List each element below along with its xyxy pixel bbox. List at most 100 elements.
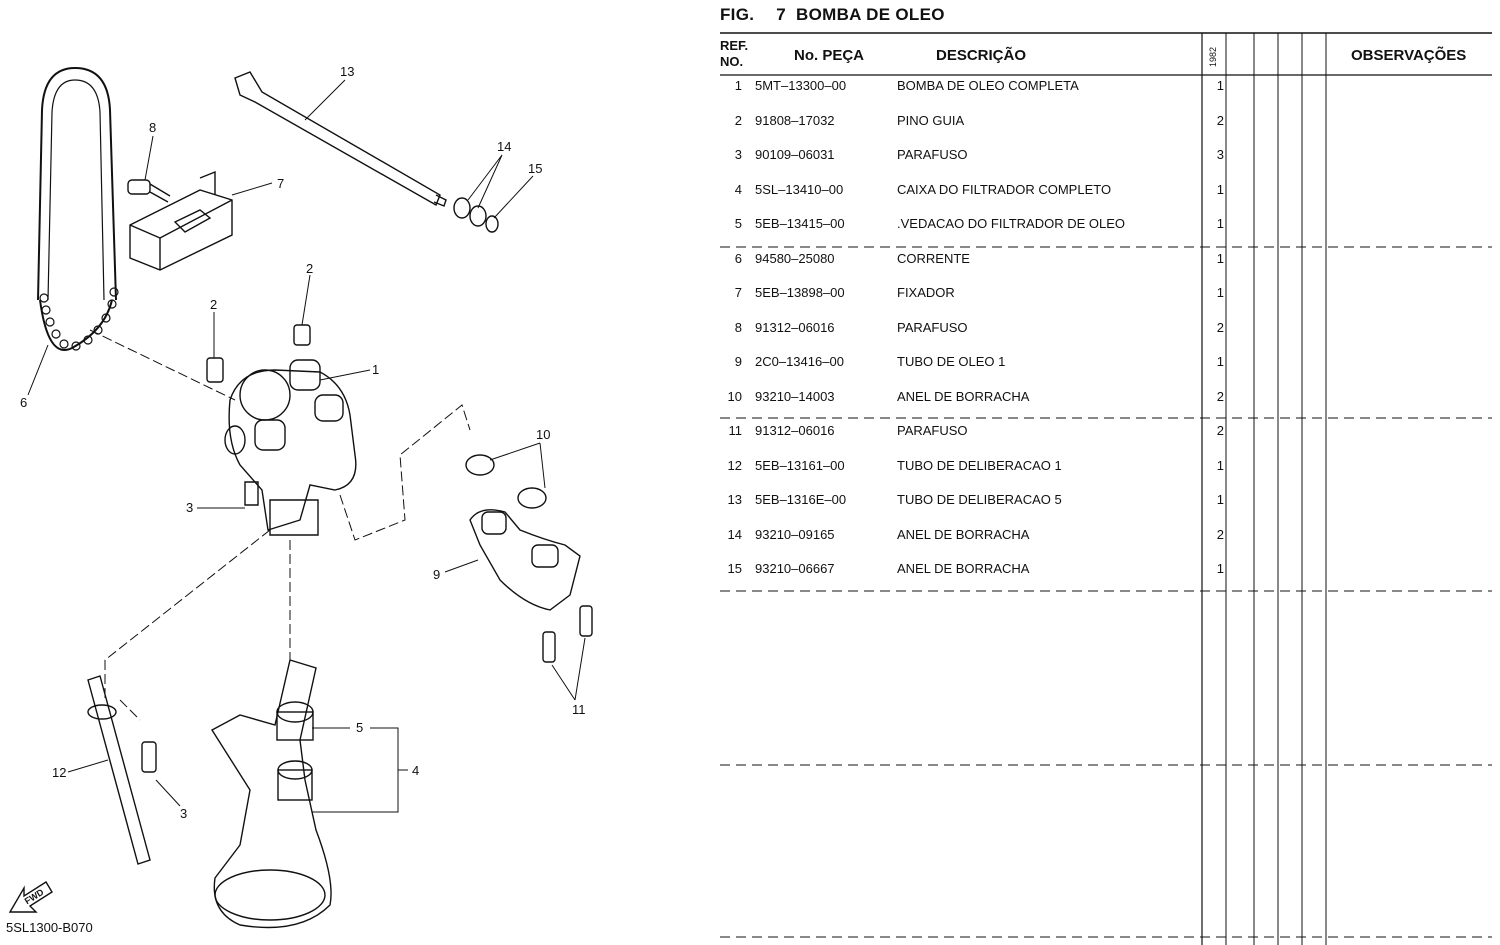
callout-9: 9 (433, 567, 440, 582)
diagram-code: 5SL1300-B070 (6, 920, 93, 935)
ref-number: 6 (734, 250, 742, 266)
part-description: ANEL DE BORRACHA (897, 561, 1030, 576)
callout-8: 8 (149, 120, 156, 135)
ref-number: 9 (734, 354, 742, 369)
ref-number: 2 (734, 112, 742, 128)
part-number: 5MT–13300–00 (755, 78, 847, 93)
part-number: 93210–06667 (755, 561, 835, 576)
figure-number: 7 (776, 5, 787, 24)
table-grid (720, 32, 1492, 945)
table-row: 10 93210–14003 ANEL DE BORRACHA 2 (720, 389, 1492, 409)
part-number: 91312–06016 (755, 319, 835, 335)
quantity: 2 (1216, 388, 1224, 404)
ref-number: 15 (727, 561, 742, 576)
ref-number: 14 (727, 526, 742, 542)
part-description: CAIXA DO FILTRADOR COMPLETO (897, 181, 1112, 197)
callout-15: 15 (528, 161, 542, 176)
quantity: 1 (1216, 354, 1224, 369)
ref-number: 5 (734, 216, 742, 231)
part-number: 93210–14003 (755, 388, 835, 404)
parts-table: REF. NO. No. PEÇA DESCRIÇÃO 1982 OBSERVA… (720, 32, 1492, 945)
oil-pump-drawing (206, 324, 357, 536)
table-row: 11 91312–06016 PARAFUSO 2 (720, 423, 1492, 443)
exploded-parts-diagram: 13 8 7 14 15 2 2 1 6 10 3 9 11 5 4 12 3 … (8, 64, 593, 929)
callout-13: 13 (340, 64, 354, 79)
quantity: 3 (1216, 147, 1224, 162)
oil-pipe-9-drawing (465, 454, 593, 663)
callout-12: 12 (52, 765, 66, 780)
header-part-no: No. PEÇA (794, 47, 865, 64)
callout-2: 2 (210, 297, 217, 312)
part-description: PARAFUSO (897, 319, 968, 335)
quantity: 1 (1216, 561, 1224, 576)
ref-number: 8 (734, 319, 742, 335)
quantity: 1 (1216, 216, 1224, 231)
callout-2: 2 (306, 261, 313, 276)
part-description: TUBO DE DELIBERACAO 5 (897, 492, 1062, 507)
part-description: PINO GUIA (897, 112, 965, 128)
strainer-drawing (211, 659, 332, 929)
ref-number: 1 (734, 78, 742, 93)
callout-7: 7 (277, 176, 284, 191)
quantity: 1 (1216, 492, 1224, 507)
header-model-year: 1982 (1208, 46, 1218, 68)
part-number: 93210–09165 (755, 526, 835, 542)
part-number: 94580–25080 (755, 250, 835, 266)
tube-13-drawing (234, 71, 499, 233)
callout-3: 3 (180, 806, 187, 821)
part-number: 5EB–13415–00 (755, 216, 845, 231)
callout-6: 6 (20, 395, 27, 410)
part-description: ANEL DE BORRACHA (897, 388, 1030, 404)
fwd-arrow-icon: FWD (8, 881, 53, 913)
callout-10: 10 (536, 427, 550, 442)
part-description: TUBO DE OLEO 1 (897, 354, 1006, 369)
part-number: 91312–06016 (755, 423, 835, 438)
callout-1: 1 (372, 362, 379, 377)
part-number: 5EB–13161–00 (755, 457, 845, 473)
part-description: TUBO DE DELIBERACAO 1 (897, 457, 1062, 473)
table-row: 13 5EB–1316E–00 TUBO DE DELIBERACAO 5 1 (720, 492, 1492, 512)
quantity: 1 (1216, 181, 1224, 197)
ref-number: 7 (734, 285, 742, 300)
part-number: 90109–06031 (755, 147, 835, 162)
quantity: 1 (1216, 78, 1224, 93)
part-description: BOMBA DE OLEO COMPLETA (897, 78, 1079, 93)
part-number: 5EB–1316E–00 (755, 492, 847, 507)
quantity: 1 (1216, 250, 1224, 266)
chain-drawing (37, 66, 119, 351)
ref-number: 10 (727, 388, 742, 404)
ref-number: 11 (728, 423, 743, 438)
ref-number: 13 (727, 492, 742, 507)
tube-12-drawing (87, 675, 157, 865)
header-ref: REF. NO. (720, 38, 748, 70)
callout-3: 3 (186, 500, 193, 515)
figure-label: FIG. (720, 5, 755, 24)
callout-11: 11 (572, 702, 586, 717)
quantity: 1 (1216, 285, 1224, 300)
ref-number: 12 (727, 457, 742, 473)
table-row: 12 5EB–13161–00 TUBO DE DELIBERACAO 1 1 (720, 458, 1492, 478)
figure-name: BOMBA DE OLEO (796, 5, 945, 24)
header-ref-line1: REF. (720, 38, 749, 53)
fixador-drawing (127, 170, 233, 271)
ref-number: 3 (734, 147, 742, 162)
table-row: 15 93210–06667 ANEL DE BORRACHA 1 (720, 561, 1492, 581)
header-observations: OBSERVAÇÕES (1351, 47, 1467, 64)
ref-number: 4 (734, 181, 742, 197)
part-description: PARAFUSO (897, 423, 968, 438)
quantity: 2 (1216, 423, 1224, 438)
figure-title: FIG. 7 BOMBA DE OLEO (720, 5, 945, 25)
quantity: 1 (1216, 457, 1224, 473)
table-row: 1 5MT–13300–00 BOMBA DE OLEO COMPLETA 1 (720, 78, 1492, 98)
callout-14: 14 (497, 139, 511, 154)
part-number: 5EB–13898–00 (755, 285, 845, 300)
